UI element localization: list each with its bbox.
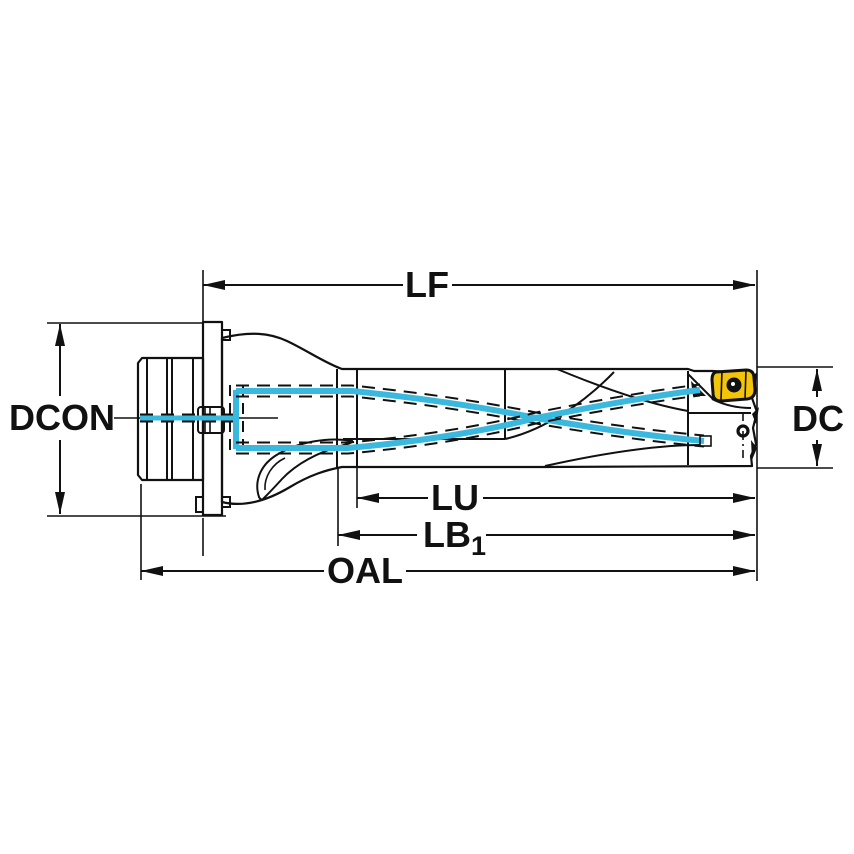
drill-body-silhouette	[220, 332, 759, 506]
insert-facet-lines	[720, 369, 747, 401]
hub-flute-scoop	[256, 438, 354, 501]
coolant-channels	[140, 383, 712, 455]
oal-label: OAL	[327, 550, 403, 591]
ext-dcon	[47, 322, 226, 517]
insert-pocket-diagonal	[687, 373, 714, 400]
lb1-label: LB1	[423, 514, 486, 561]
flute-helix-falling	[556, 368, 689, 412]
body-screw	[736, 412, 750, 458]
drill-body-group	[114, 320, 759, 517]
dcon-label: DCON	[9, 397, 115, 438]
coolant-lower-dash-a	[236, 383, 701, 444]
dimension-lf: LF	[203, 264, 755, 305]
coolant-inlet-dashes	[140, 413, 238, 423]
lb1-label-subscript: 1	[471, 531, 486, 561]
cutting-insert	[710, 368, 757, 403]
lf-label: LF	[405, 264, 449, 305]
body-detail-lines	[221, 338, 759, 502]
dimension-lu: LU	[357, 477, 755, 518]
dimension-oal: OAL	[141, 550, 755, 591]
lb1-label-base: LB	[423, 514, 471, 555]
ext-dc	[757, 366, 833, 469]
lu-label: LU	[431, 477, 479, 518]
flute-helix-bottom	[544, 444, 701, 467]
flute-scoop-highlight	[264, 457, 286, 491]
coolant-outlet-port	[699, 435, 712, 447]
dimension-lb1: LB1	[338, 514, 755, 561]
flute-scoop-outline	[256, 438, 354, 501]
dc-label: DC	[792, 398, 844, 439]
flange-step-top	[221, 329, 231, 341]
tip-edge-sliver-2	[751, 440, 757, 460]
coolant-lower-dash-b	[236, 394, 701, 455]
flange-notch-bottom-left	[195, 496, 204, 513]
coolant-channel-lower	[236, 387, 701, 451]
dimension-dcon: DCON	[9, 324, 115, 514]
insert-screw-glint	[731, 382, 735, 386]
dimension-annotations: LF DCON DC LU LB1 OA	[9, 264, 844, 591]
screw-head	[736, 424, 750, 438]
extension-lines	[47, 270, 833, 581]
dimension-dc: DC	[792, 369, 844, 466]
